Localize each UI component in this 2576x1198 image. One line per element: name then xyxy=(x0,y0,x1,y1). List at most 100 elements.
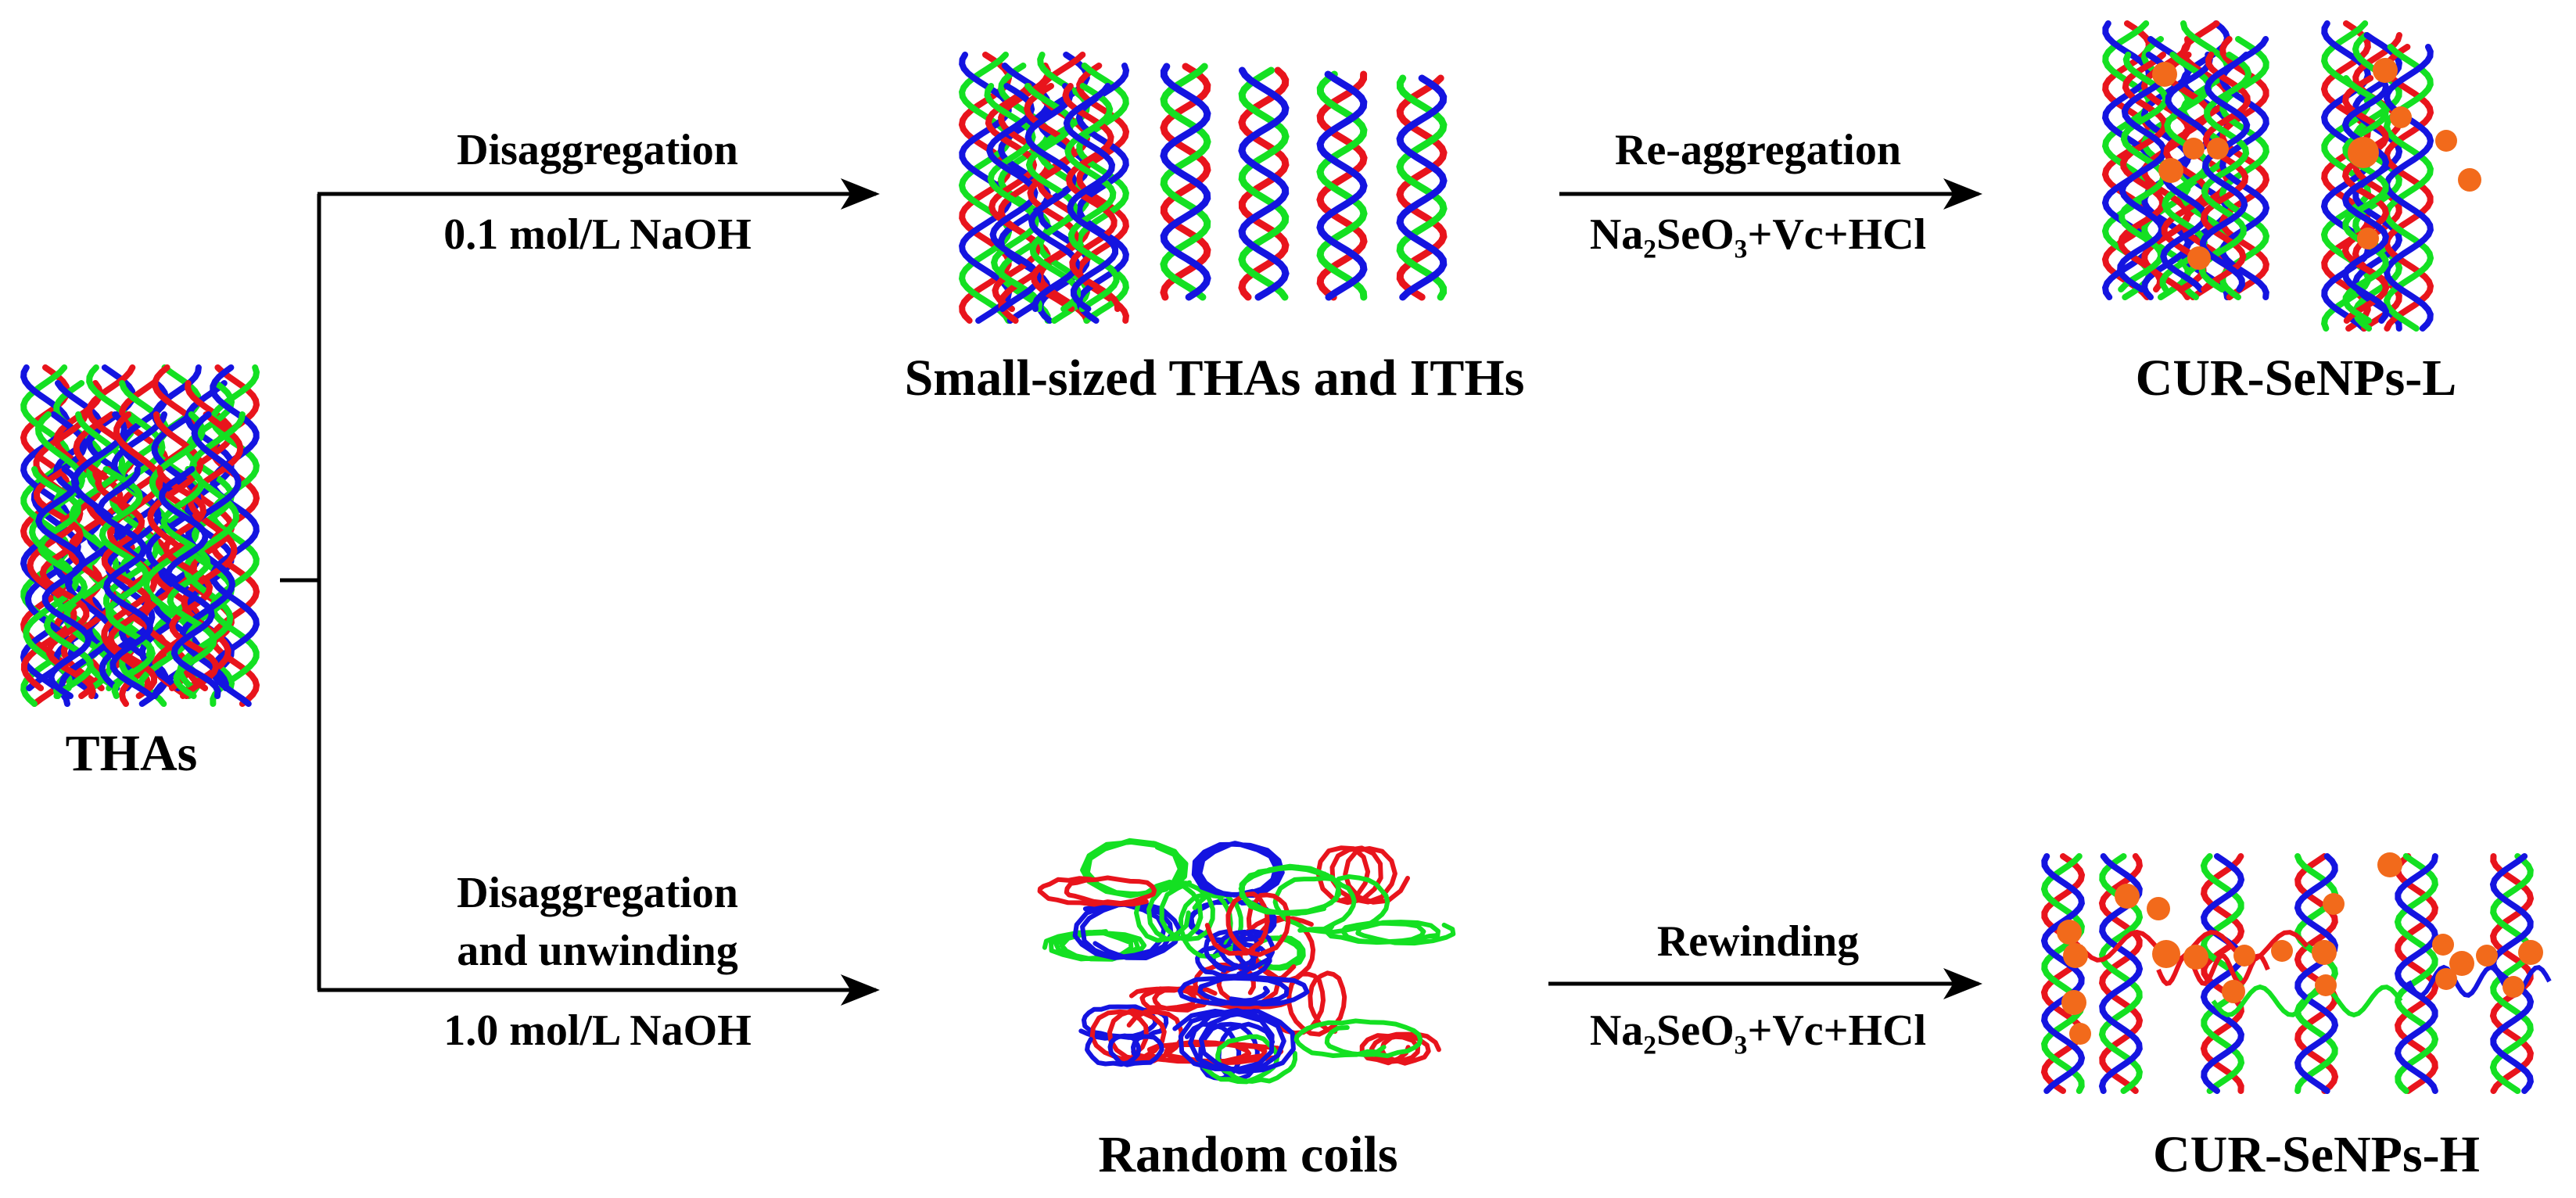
triple-helix xyxy=(31,466,96,699)
lower-step1-reagent: 1.0 mol/L NaOH xyxy=(443,1006,752,1055)
random-coil-strand xyxy=(1078,1004,1169,1041)
lower-step2-reagent: Na₂SeO₃+Vc+HCl xyxy=(1590,1006,1926,1055)
selenium-nanoparticle xyxy=(2476,945,2498,967)
helix-strand xyxy=(1396,74,1448,301)
helix-strand xyxy=(2394,853,2439,1094)
random-coil-strand xyxy=(1191,841,1285,898)
cur-senps-h-label: CUR-SeNPs-H xyxy=(2153,1126,2480,1183)
helix-strand xyxy=(2117,52,2169,292)
helix-strand xyxy=(1396,74,1448,301)
random-coil-strand xyxy=(1204,891,1291,957)
helix-strand xyxy=(2383,44,2434,332)
helix-strand xyxy=(2200,853,2245,1094)
selenium-nanoparticle xyxy=(2057,920,2082,945)
helix-strand xyxy=(181,411,244,691)
helix-strand xyxy=(1063,83,1118,312)
selenium-nanoparticle xyxy=(2271,940,2293,962)
helix-strand xyxy=(95,466,158,699)
lower-step1-label-line1: Disaggregation xyxy=(457,869,738,917)
triple-helix xyxy=(95,466,158,699)
random-coil-strand xyxy=(1037,875,1157,907)
random-coil-strand xyxy=(1080,838,1189,898)
helix-strand xyxy=(1238,66,1290,301)
triple-helix xyxy=(1316,70,1368,301)
helix-strand xyxy=(1238,66,1290,301)
selenium-nanoparticle xyxy=(2312,940,2337,965)
random-coil-strand xyxy=(1131,1039,1284,1066)
triple-helix xyxy=(156,466,221,699)
triple-helix xyxy=(2219,36,2270,300)
selenium-nanoparticle xyxy=(2390,106,2412,128)
triple-helix xyxy=(2294,853,2339,1094)
lower-step1-label-line2: and unwinding xyxy=(457,927,738,975)
selenium-nanoparticle xyxy=(2061,990,2086,1015)
helix-strand xyxy=(35,466,92,699)
helix-strand xyxy=(1160,63,1211,301)
helix-strand xyxy=(31,466,94,699)
thas-bundle-illustration xyxy=(20,364,260,707)
triple-helix xyxy=(1160,63,1211,301)
random-coils-label: Random coils xyxy=(1098,1126,1397,1183)
random-coil-strand xyxy=(1359,1031,1441,1066)
helix-strand xyxy=(2117,52,2170,292)
selenium-nanoparticle xyxy=(2458,168,2481,192)
helix-strand xyxy=(156,466,220,699)
helix-strand xyxy=(1075,63,1130,324)
helix-strand xyxy=(958,52,1013,324)
selenium-nanoparticle xyxy=(2315,974,2337,996)
cur-senps-l-label: CUR-SeNPs-L xyxy=(2136,350,2457,407)
helix-strand xyxy=(160,466,217,699)
helix-strand xyxy=(2198,52,2252,292)
random-coil-strand xyxy=(1179,890,1243,959)
random-coil-strand xyxy=(1134,879,1215,943)
random-coil-strand xyxy=(1197,1034,1297,1085)
triple-helix xyxy=(1062,83,1121,312)
helix-strand xyxy=(2219,36,2270,300)
selenium-nanoparticle xyxy=(2348,137,2379,168)
helix-strand xyxy=(2098,853,2144,1094)
helix-strand xyxy=(2200,853,2245,1094)
random-coil-strand xyxy=(1315,845,1410,906)
random-coil-strand xyxy=(1085,1033,1164,1067)
helix-strand xyxy=(2219,36,2270,300)
selenium-nanoparticle xyxy=(2158,158,2183,183)
small-thas-label: Small-sized THAs and ITHs xyxy=(905,350,1525,407)
helix-strand xyxy=(998,63,1052,324)
thas-label: THAs xyxy=(66,725,198,782)
upper-step2-label: Re-aggregation xyxy=(1615,126,1901,174)
triple-helix xyxy=(1238,66,1290,301)
selenium-nanoparticle xyxy=(2373,58,2398,83)
selenium-nanoparticle xyxy=(2432,934,2454,956)
triple-helix xyxy=(1396,74,1448,301)
selenium-nanoparticle xyxy=(2435,968,2457,990)
helix-strand xyxy=(2383,44,2434,332)
random-coil-strand xyxy=(1293,1018,1423,1059)
selenium-nanoparticle xyxy=(2518,940,2543,965)
cur-senps-h-illustration xyxy=(2040,852,2552,1094)
selenium-nanoparticle xyxy=(2377,852,2402,877)
cross-link-strand xyxy=(2406,964,2552,999)
selenium-nanoparticle xyxy=(2187,246,2211,270)
helix-strand xyxy=(1064,83,1120,312)
cross-link-strand xyxy=(2211,984,2403,1018)
selenium-nanoparticle xyxy=(2152,940,2180,968)
helix-strand xyxy=(2489,853,2535,1094)
triple-helix xyxy=(2040,853,2086,1094)
upper-step1-label: Disaggregation xyxy=(457,126,738,174)
helix-strand xyxy=(985,83,1041,312)
random-coil-strand xyxy=(1177,975,1310,1007)
selenium-nanoparticle xyxy=(2323,893,2345,915)
helix-strand xyxy=(2040,853,2086,1094)
helix-strand xyxy=(2219,36,2270,300)
selenium-nanoparticle xyxy=(2357,228,2379,249)
random-coil-strand xyxy=(1270,970,1347,1037)
selenium-nanoparticle xyxy=(2502,976,2524,998)
random-coil-strand xyxy=(1238,863,1341,916)
selenium-nanoparticle xyxy=(2183,945,2208,970)
helix-strand xyxy=(2341,75,2390,324)
selenium-nanoparticle xyxy=(2147,897,2170,920)
upper-step2-reagent: Na₂SeO₃+Vc+HCl xyxy=(1590,210,1926,259)
helix-strand xyxy=(210,364,260,707)
